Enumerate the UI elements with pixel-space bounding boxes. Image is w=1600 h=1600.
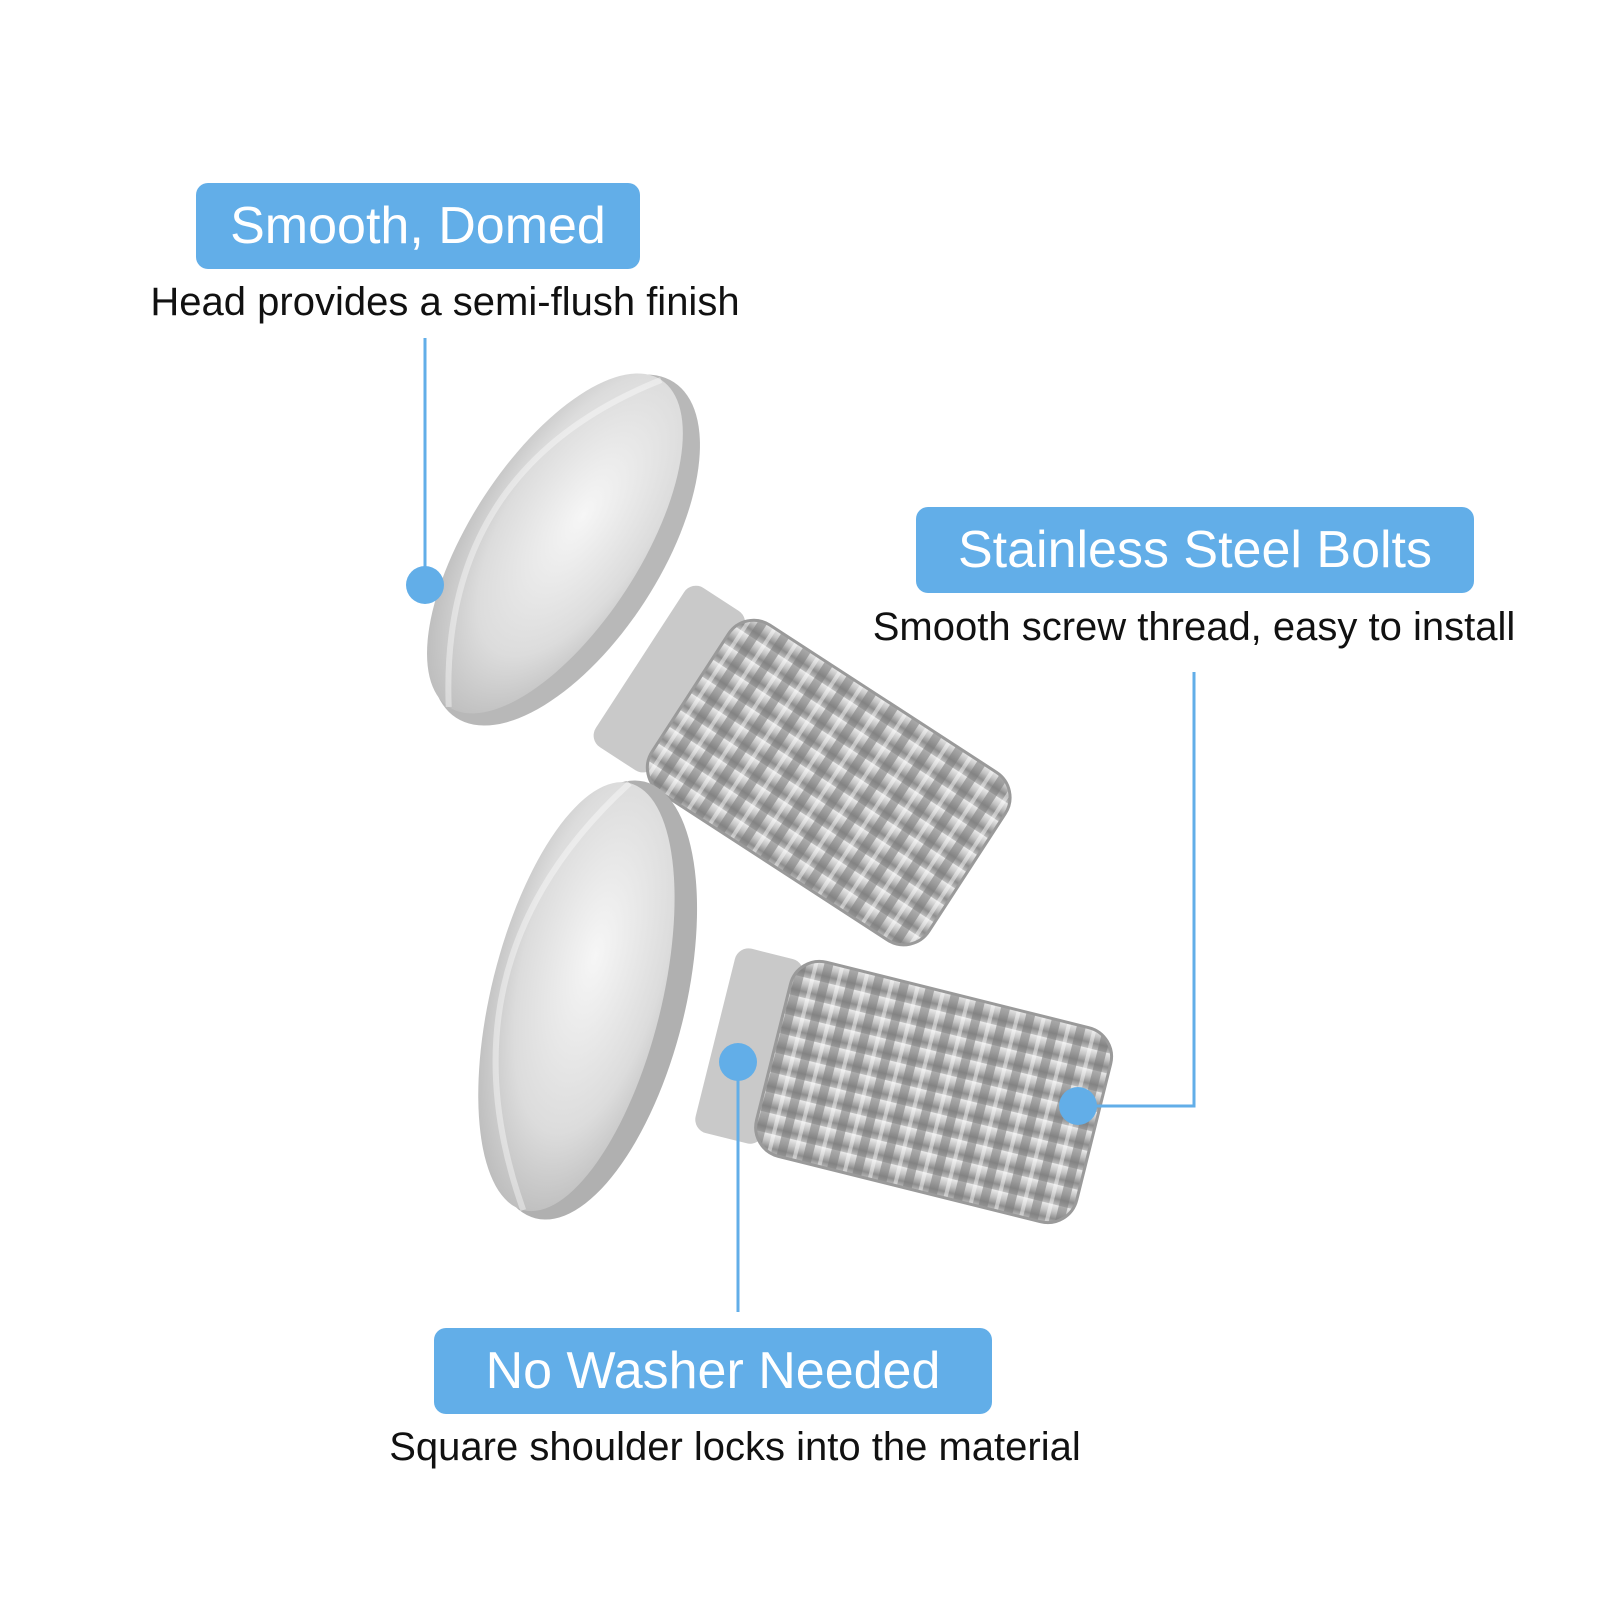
material-callout-badge: Stainless Steel Bolts [916, 507, 1474, 593]
head-callout-caption: Head provides a semi-flush finish [150, 280, 740, 324]
front-bolt [478, 780, 1114, 1225]
shoulder-callout-badge: No Washer Needed [434, 1328, 992, 1414]
head-callout-badge: Smooth, Domed [196, 183, 640, 269]
back-bolt [427, 373, 1012, 947]
material-leader-line [1078, 672, 1196, 1108]
shoulder-callout-caption: Square shoulder locks into the material [389, 1425, 1081, 1469]
material-callout-dot-icon [1059, 1087, 1097, 1125]
shoulder-callout-dot-icon [719, 1043, 757, 1081]
material-callout-caption: Smooth screw thread, easy to install [872, 605, 1516, 649]
head-callout-dot-icon [406, 566, 444, 604]
